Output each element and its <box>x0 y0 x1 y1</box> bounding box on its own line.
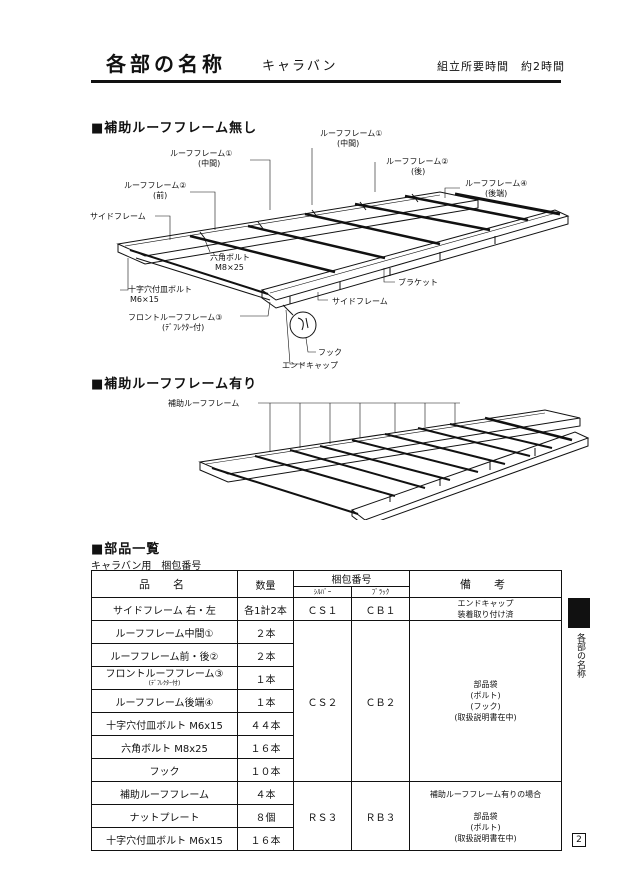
section3-subtitle: キャラバン用 梱包番号 <box>91 561 202 572</box>
table-row: ルーフフレーム後端④ １本 <box>91 689 562 713</box>
label-frame1-top-sub: (中間) <box>337 138 359 148</box>
label-frame4: ルーフフレーム④ <box>465 179 527 188</box>
label-frame2-front-sub: (前) <box>153 190 167 200</box>
table-row: フロントルーフフレーム③ (ﾃﾞﾌﾚｸﾀｰ付) １本 <box>91 666 562 690</box>
label-cross-bolt: 十字穴付皿ボルト <box>128 284 192 294</box>
header-silver: ｼﾙﾊﾞｰ <box>293 586 352 598</box>
table-row: 六角ボルト M8x25 １６本 <box>91 735 562 759</box>
label-aux-frame: 補助ルーフフレーム <box>168 398 239 408</box>
table-row: ルーフフレーム中間① ２本 ＣＳ２ ＣＢ２ 部品袋 (ボルト) (フック) (取… <box>91 620 562 782</box>
side-tab-marker <box>568 598 590 628</box>
page-title: 各部の名称 <box>106 52 226 76</box>
label-hex-bolt: 六角ボルト <box>210 252 250 262</box>
section3-title: ■部品一覧 <box>91 542 161 557</box>
label-end-cap: エンドキャップ <box>282 361 338 370</box>
section1-title: ■補助ルーフフレーム無し <box>91 121 258 136</box>
header-rule <box>91 80 561 83</box>
label-hook: フック <box>318 348 342 357</box>
label-frame1-top: ルーフフレーム① <box>320 129 382 138</box>
label-hex-bolt-size: M8×25 <box>215 263 244 272</box>
label-bracket: ブラケット <box>398 277 438 287</box>
table-row: サイドフレーム 右・左 各1計2本 ＣＳ１ ＣＢ１ エンドキャップ 装着取り付け… <box>91 597 562 621</box>
rack-drawing-2 <box>198 409 590 520</box>
header-pack: 梱包番号 <box>293 570 410 587</box>
table-row: 十字穴付皿ボルト M6x15 １６本 <box>91 827 562 851</box>
rack-drawing-1 <box>116 191 570 339</box>
table-row: フック １０本 <box>91 758 562 782</box>
label-frame4-sub: (後端) <box>485 188 507 198</box>
table-row: 補助ルーフフレーム ４本 ＲＳ３ ＲＢ３ 補助ルーフフレーム有りの場合 部品袋 … <box>91 781 562 851</box>
roof-rack-diagram: ルーフフレーム① (中間) ルーフフレーム① (中間) ルーフフレーム② (後)… <box>90 129 590 520</box>
label-frame1-left: ルーフフレーム① <box>170 149 232 158</box>
table-row: ナットプレート ８個 <box>91 804 562 828</box>
header-black: ﾌﾞﾗｯｸ <box>351 586 410 598</box>
label-side-frame-bottom: サイドフレーム <box>332 297 388 306</box>
table-row: 十字穴付皿ボルト M6x15 ４４本 <box>91 712 562 736</box>
side-tab-label: 各部の名称 <box>575 633 585 678</box>
section2-title: ■補助ルーフフレーム有り <box>91 377 258 392</box>
page-number: 2 <box>572 833 586 847</box>
label-side-frame-left: サイドフレーム <box>90 212 146 221</box>
assembly-time: 組立所要時間 約2時間 <box>437 60 565 73</box>
header-name: 品 名 <box>91 570 238 598</box>
parts-table: 品 名 数量 梱包番号 備 考 ｼﾙﾊﾞｰ ﾌﾞﾗｯｸ サイドフレーム 右・左 … <box>91 570 562 851</box>
header-qty: 数量 <box>237 570 294 598</box>
header-note: 備 考 <box>409 570 562 598</box>
label-frame1-left-sub: (中間) <box>198 158 220 168</box>
label-frame2-front: ルーフフレーム② <box>124 181 186 190</box>
label-cross-bolt-size: M6×15 <box>130 295 159 304</box>
label-front-frame-sub: (ﾃﾞﾌﾚｸﾀｰ付) <box>162 322 204 332</box>
label-front-frame: フロントルーフフレーム③ <box>128 313 222 322</box>
label-frame2-rear: ルーフフレーム② <box>386 157 448 166</box>
model-name: キャラバン <box>262 59 338 74</box>
label-frame2-rear-sub: (後) <box>411 166 425 176</box>
